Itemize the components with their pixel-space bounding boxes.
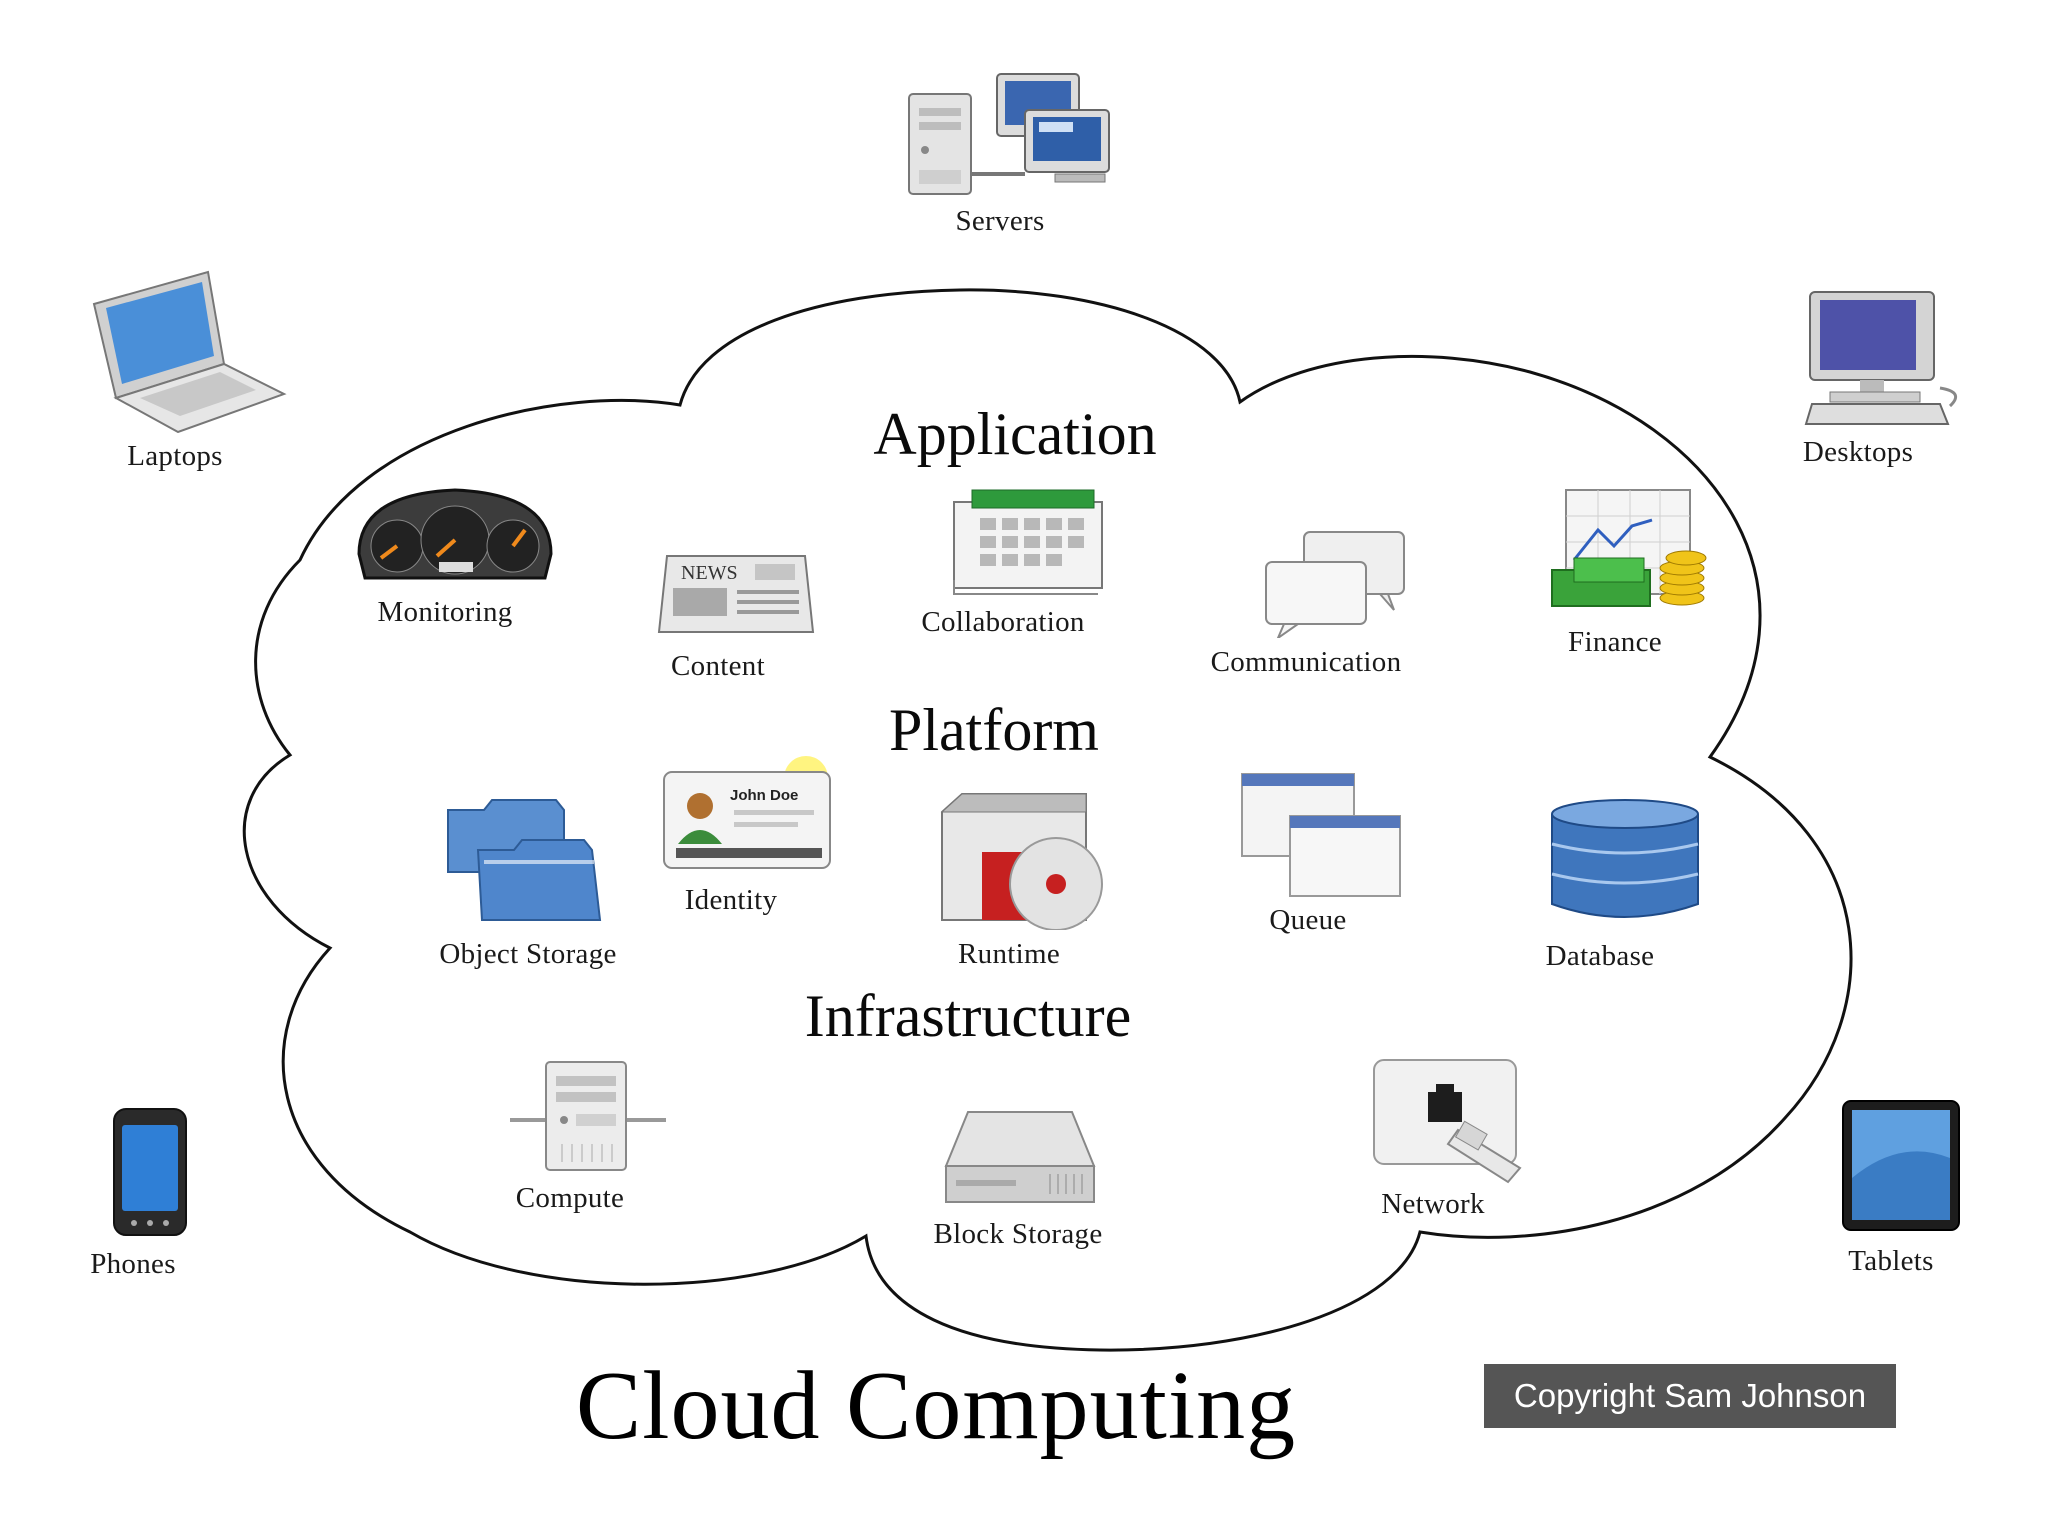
calendar-icon bbox=[953, 489, 1103, 595]
copyright-badge: Copyright Sam Johnson bbox=[1484, 1364, 1896, 1428]
folders-icon bbox=[447, 799, 602, 921]
tablets-label: Tablets bbox=[1848, 1245, 1934, 1277]
network-label: Network bbox=[1381, 1188, 1485, 1220]
phones-label: Phones bbox=[90, 1248, 176, 1280]
collaboration-label: Collaboration bbox=[921, 606, 1085, 638]
network-port-icon bbox=[1373, 1059, 1522, 1184]
desktop-icon bbox=[1804, 291, 1958, 425]
block-storage-label: Block Storage bbox=[933, 1218, 1103, 1250]
database-label: Database bbox=[1545, 940, 1655, 972]
queue-label: Queue bbox=[1269, 904, 1347, 936]
runtime-label: Runtime bbox=[958, 938, 1060, 970]
application-heading: Application bbox=[873, 401, 1157, 467]
servers-label: Servers bbox=[955, 205, 1045, 237]
hard-drive-icon bbox=[944, 1111, 1096, 1203]
monitoring-label: Monitoring bbox=[377, 596, 513, 628]
runtime-disc-icon bbox=[940, 793, 1103, 930]
database-icon bbox=[1551, 799, 1699, 918]
phone-icon bbox=[113, 1108, 187, 1236]
tablet-icon bbox=[1842, 1100, 1960, 1231]
servers-icon bbox=[908, 73, 1110, 195]
laptop-icon bbox=[92, 270, 287, 433]
dashboard-gauge-icon bbox=[357, 488, 553, 580]
content-label: Content bbox=[671, 650, 765, 682]
diagram-title: Cloud Computing bbox=[575, 1352, 1297, 1460]
finance-chart-money-icon bbox=[1551, 489, 1707, 607]
compute-label: Compute bbox=[515, 1182, 625, 1214]
platform-heading: Platform bbox=[889, 697, 1099, 763]
communication-label: Communication bbox=[1210, 646, 1402, 678]
id-card-name: John Doe bbox=[730, 787, 798, 804]
chat-bubbles-icon bbox=[1265, 531, 1405, 638]
infrastructure-heading: Infrastructure bbox=[804, 983, 1132, 1049]
desktops-label: Desktops bbox=[1802, 436, 1914, 468]
server-tower-icon bbox=[510, 1061, 666, 1171]
id-card-icon: John Doe bbox=[663, 756, 831, 869]
object-storage-label: Object Storage bbox=[439, 938, 617, 970]
newspaper-text: NEWS bbox=[681, 562, 738, 584]
identity-label: Identity bbox=[684, 884, 778, 916]
laptops-label: Laptops bbox=[127, 440, 223, 472]
finance-label: Finance bbox=[1568, 626, 1662, 658]
stacked-windows-icon bbox=[1241, 773, 1401, 897]
newspaper-icon: NEWS bbox=[657, 555, 815, 633]
